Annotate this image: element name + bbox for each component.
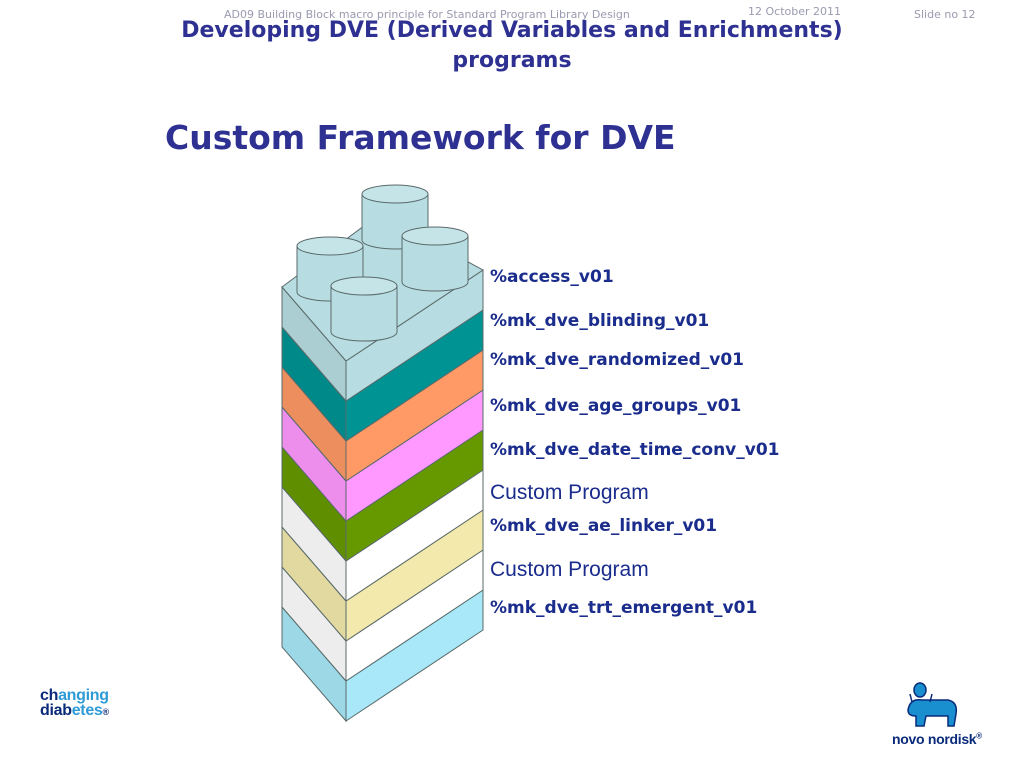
layer-label: %mk_dve_date_time_conv_v01 xyxy=(490,440,780,460)
layer-label: %mk_dve_age_groups_v01 xyxy=(490,396,742,416)
slide-title-line1: Developing DVE (Derived Variables and En… xyxy=(181,18,843,43)
stud-cap xyxy=(361,184,429,204)
slide-subtitle: Custom Framework for DVE xyxy=(165,118,676,157)
changing-diabetes-logo: changing diabetes® xyxy=(40,687,109,719)
layer-label: %mk_dve_trt_emergent_v01 xyxy=(490,598,758,618)
stud-cap xyxy=(296,236,364,256)
layer-label: %access_v01 xyxy=(490,267,614,287)
layer-label: Custom Program xyxy=(490,558,649,581)
slide-title-line2: programs xyxy=(452,48,572,73)
layer-label: %mk_dve_blinding_v01 xyxy=(490,311,710,331)
slide-number: Slide no 12 xyxy=(914,8,976,21)
stud-body xyxy=(401,235,469,292)
slide-title: Developing DVE (Derived Variables and En… xyxy=(0,16,1024,76)
stud-cap xyxy=(330,276,398,296)
layer-label: Custom Program xyxy=(490,481,649,504)
layer-label: %mk_dve_randomized_v01 xyxy=(490,350,745,370)
layer-label: %mk_dve_ae_linker_v01 xyxy=(490,516,718,536)
stud-body xyxy=(330,285,398,342)
tower-top-block xyxy=(281,184,484,362)
presentation-title-meta: AD09 Building Block macro principle for … xyxy=(224,8,630,21)
stud-cap xyxy=(401,226,469,246)
novo-nordisk-apis-bull-icon xyxy=(907,682,958,727)
novo-nordisk-wordmark: novo nordisk® xyxy=(892,731,982,747)
tower-layers xyxy=(281,269,484,723)
presentation-date: 12 October 2011 xyxy=(748,5,842,18)
